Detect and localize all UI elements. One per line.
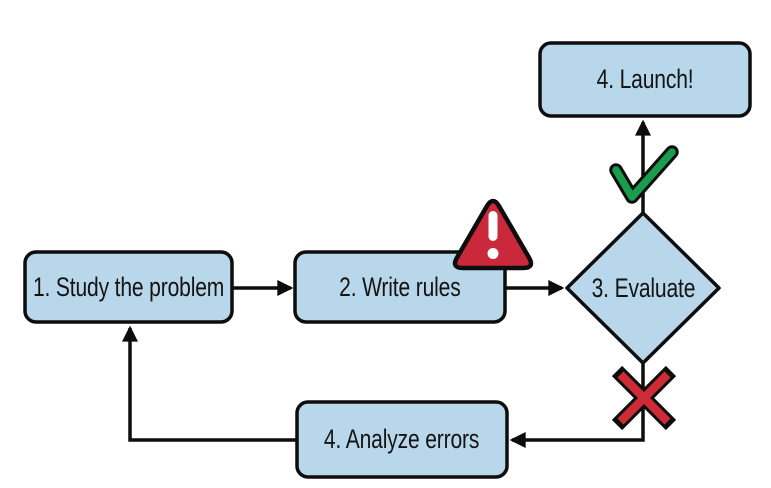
node-analyze-shape xyxy=(295,400,509,479)
warning-triangle-icon xyxy=(452,198,534,271)
check-icon xyxy=(609,145,679,204)
node-study-shape xyxy=(23,250,234,324)
edge-analyze-to-study xyxy=(121,325,297,442)
exclamation-bar xyxy=(488,211,498,241)
exclamation-dot xyxy=(487,248,499,259)
cross-icon xyxy=(611,365,677,431)
node-write-shape xyxy=(293,250,507,324)
node-launch-shape xyxy=(538,41,752,118)
node-evaluate-diamond-shape xyxy=(565,211,721,365)
